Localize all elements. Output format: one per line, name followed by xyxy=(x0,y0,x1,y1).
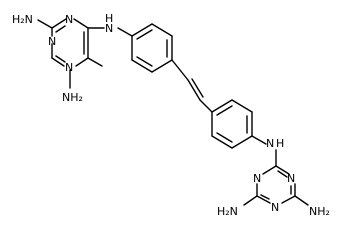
nh2-top-left-label: H₂N xyxy=(12,13,33,26)
bond xyxy=(131,59,153,73)
bond xyxy=(136,56,153,67)
bond xyxy=(251,135,267,145)
triazine2-n-left-label: N xyxy=(253,172,261,185)
bond xyxy=(211,99,233,113)
bond xyxy=(231,135,253,149)
bond xyxy=(256,195,271,204)
bond xyxy=(171,59,189,81)
bond xyxy=(281,195,296,204)
bond xyxy=(87,57,103,67)
bonds xyxy=(37,18,309,206)
bond xyxy=(117,27,133,37)
amine-n-top-label: N xyxy=(105,22,113,35)
bond xyxy=(151,59,173,73)
bond xyxy=(151,23,173,37)
bond xyxy=(243,195,258,206)
triazine2-n-bottom-label: N xyxy=(271,201,279,214)
bond xyxy=(73,18,89,29)
triazine-n-left-label: N xyxy=(48,35,56,48)
amine-h-top-label: H xyxy=(105,12,113,25)
bond xyxy=(277,170,288,178)
bond xyxy=(199,99,213,113)
bond xyxy=(37,19,53,29)
bond xyxy=(51,18,67,29)
nh2-top-bottom-label: NH₂ xyxy=(62,91,83,104)
nh2-bottom-right-label: NH₂ xyxy=(309,205,330,218)
amine-n-bottom-label: N xyxy=(266,137,274,150)
bond xyxy=(294,195,309,206)
triazine-n-top-label: N xyxy=(65,13,73,26)
bond xyxy=(51,57,65,67)
bond xyxy=(136,29,153,40)
triazine2-n-right-label: N xyxy=(287,172,295,185)
triazine-n-bottom-label: N xyxy=(65,61,73,74)
bond xyxy=(131,23,153,37)
bond xyxy=(211,135,233,149)
nh2-bottom-left-label: H₂N xyxy=(217,205,238,218)
bond xyxy=(55,25,66,33)
atom-labels: H₂N N N H N N NH₂ N H N N N H₂N NH₂ xyxy=(12,12,330,218)
bond xyxy=(260,194,270,200)
amine-h-bottom-label: H xyxy=(276,137,284,150)
bond xyxy=(262,165,277,175)
bond xyxy=(216,132,233,143)
bond xyxy=(75,57,89,67)
bond xyxy=(275,165,290,175)
bond xyxy=(231,99,253,113)
bond xyxy=(191,78,204,98)
bond xyxy=(216,105,233,116)
bond xyxy=(55,55,66,63)
bond xyxy=(187,79,201,101)
